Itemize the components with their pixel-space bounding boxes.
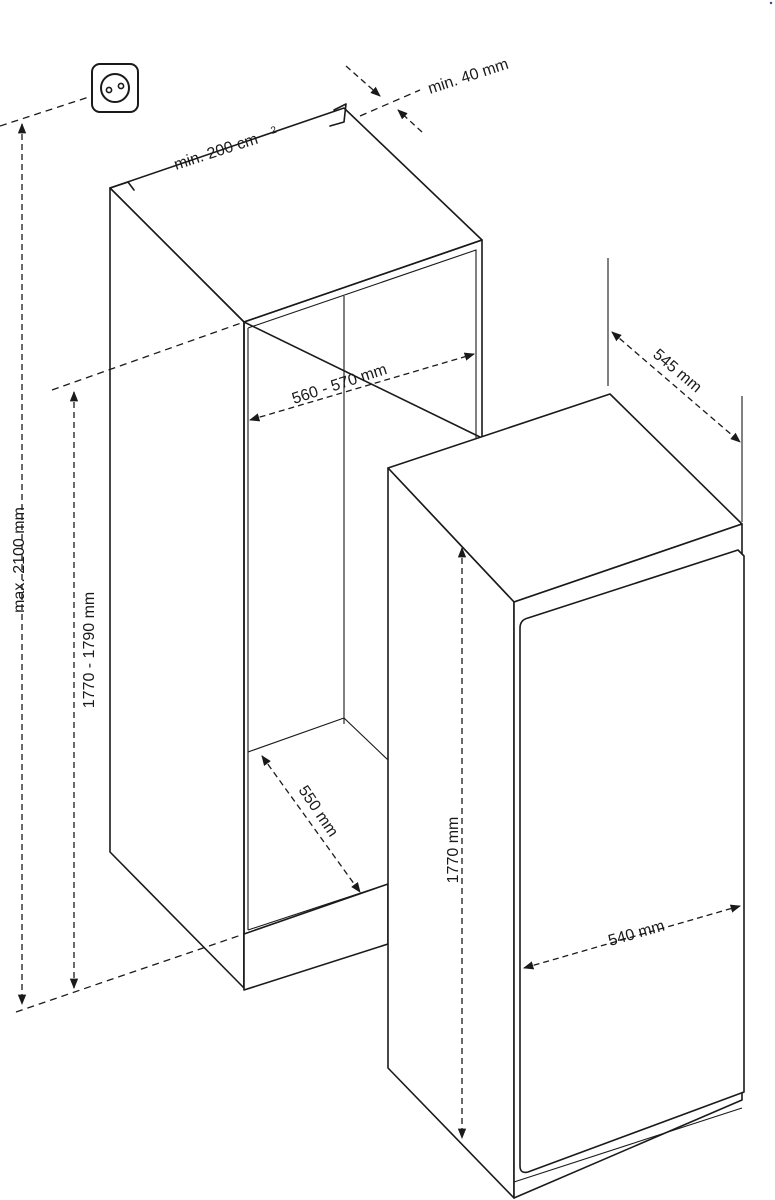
label-niche-height: 1770 - 1790 mm xyxy=(81,592,98,709)
dim-appliance-height: 1770 mm xyxy=(445,546,467,1140)
floor-reference-line xyxy=(15,933,245,1013)
label-vent-area-sup: 2 xyxy=(270,125,279,137)
dim-niche-depth: 550 mm xyxy=(261,755,361,893)
label-max-height: max. 2100 mm xyxy=(11,507,28,613)
dim-niche-height: 1770 - 1790 mm xyxy=(69,390,98,990)
ceiling-reference-line xyxy=(0,95,93,127)
dim-max-height: max. 2100 mm xyxy=(11,122,28,1006)
niche-floor xyxy=(247,717,389,761)
appliance xyxy=(387,393,745,1199)
niche-top-reference-line xyxy=(51,321,245,391)
label-niche-depth: 550 mm xyxy=(295,783,341,840)
appliance-door xyxy=(519,549,745,1174)
gap-reference-line xyxy=(359,89,421,117)
dim-niche-width: 560 - 570 mm xyxy=(249,352,475,422)
power-socket-icon xyxy=(91,63,139,113)
corner-mark xyxy=(769,1,773,5)
vent-notch-left xyxy=(109,181,135,191)
label-appliance-height: 1770 mm xyxy=(445,817,462,884)
niche-plinth xyxy=(243,883,389,991)
niche-opening xyxy=(247,249,477,438)
vent-notch-right xyxy=(329,103,347,127)
niche-side-panel xyxy=(109,187,245,989)
label-min-gap: min. 40 mm xyxy=(426,56,511,98)
niche-cabinet xyxy=(109,103,483,991)
dim-min-gap: min. 40 mm xyxy=(345,56,511,133)
